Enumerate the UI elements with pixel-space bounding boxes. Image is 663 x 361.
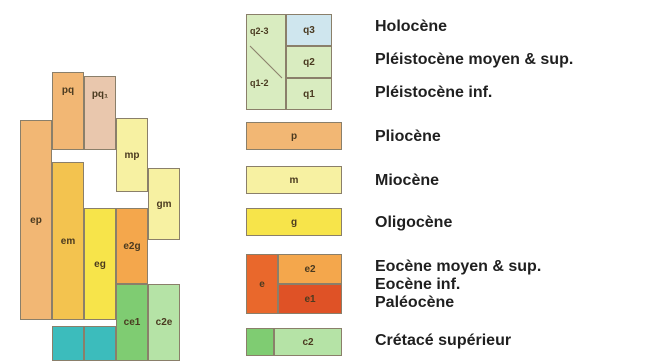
diagonal-divider	[249, 45, 283, 79]
quaternary-block: q2-3 q1-2 q3 q2 q1	[246, 14, 332, 110]
unit-mp: mp	[116, 118, 148, 192]
label-miocene: Miocène	[375, 172, 440, 189]
unit-teal-b	[84, 326, 116, 361]
box-q3: q3	[286, 14, 332, 46]
unit-eg: eg	[84, 208, 116, 320]
label-pliocene: Pliocène	[375, 128, 441, 145]
box-q2: q2	[286, 46, 332, 78]
label-eocene-moyen: Eocène moyen & sup.	[375, 258, 542, 275]
label-q23: q2-3	[250, 26, 269, 36]
unit-c2e: c2e	[148, 284, 180, 361]
box-e1: e1	[278, 284, 342, 314]
unit-ce1: ce1	[116, 284, 148, 361]
label-cretace: Crétacé supérieur	[375, 332, 512, 349]
label-paleocene: Paléocène	[375, 294, 455, 311]
cretace-block: c2	[246, 328, 342, 356]
label-eocene-inf: Eocène inf.	[375, 276, 461, 293]
unit-pq1: pq₁	[84, 76, 116, 150]
box-c2: c2	[274, 328, 342, 356]
unit-pq: pq	[52, 72, 84, 150]
unit-em: em	[52, 162, 84, 320]
unit-gm: gm	[148, 168, 180, 240]
box-m: m	[246, 166, 342, 194]
box-e: e	[246, 254, 278, 314]
label-oligocene: Oligocène	[375, 214, 453, 231]
box-g: g	[246, 208, 342, 236]
unit-ep: ep	[20, 120, 52, 320]
box-q1: q1	[286, 78, 332, 110]
label-pleistocene-inf: Pléistocène inf.	[375, 84, 493, 101]
label-pleistocene-moyen: Pléistocène moyen & sup.	[375, 51, 574, 68]
box-c2-dark	[246, 328, 274, 356]
box-e2: e2	[278, 254, 342, 284]
label-holocene: Holocène	[375, 18, 448, 35]
label-q12: q1-2	[250, 78, 269, 88]
unit-teal-a	[52, 326, 84, 361]
box-p: p	[246, 122, 342, 150]
eocene-block: e e2 e1	[246, 254, 342, 314]
unit-e2g: e2g	[116, 208, 148, 284]
